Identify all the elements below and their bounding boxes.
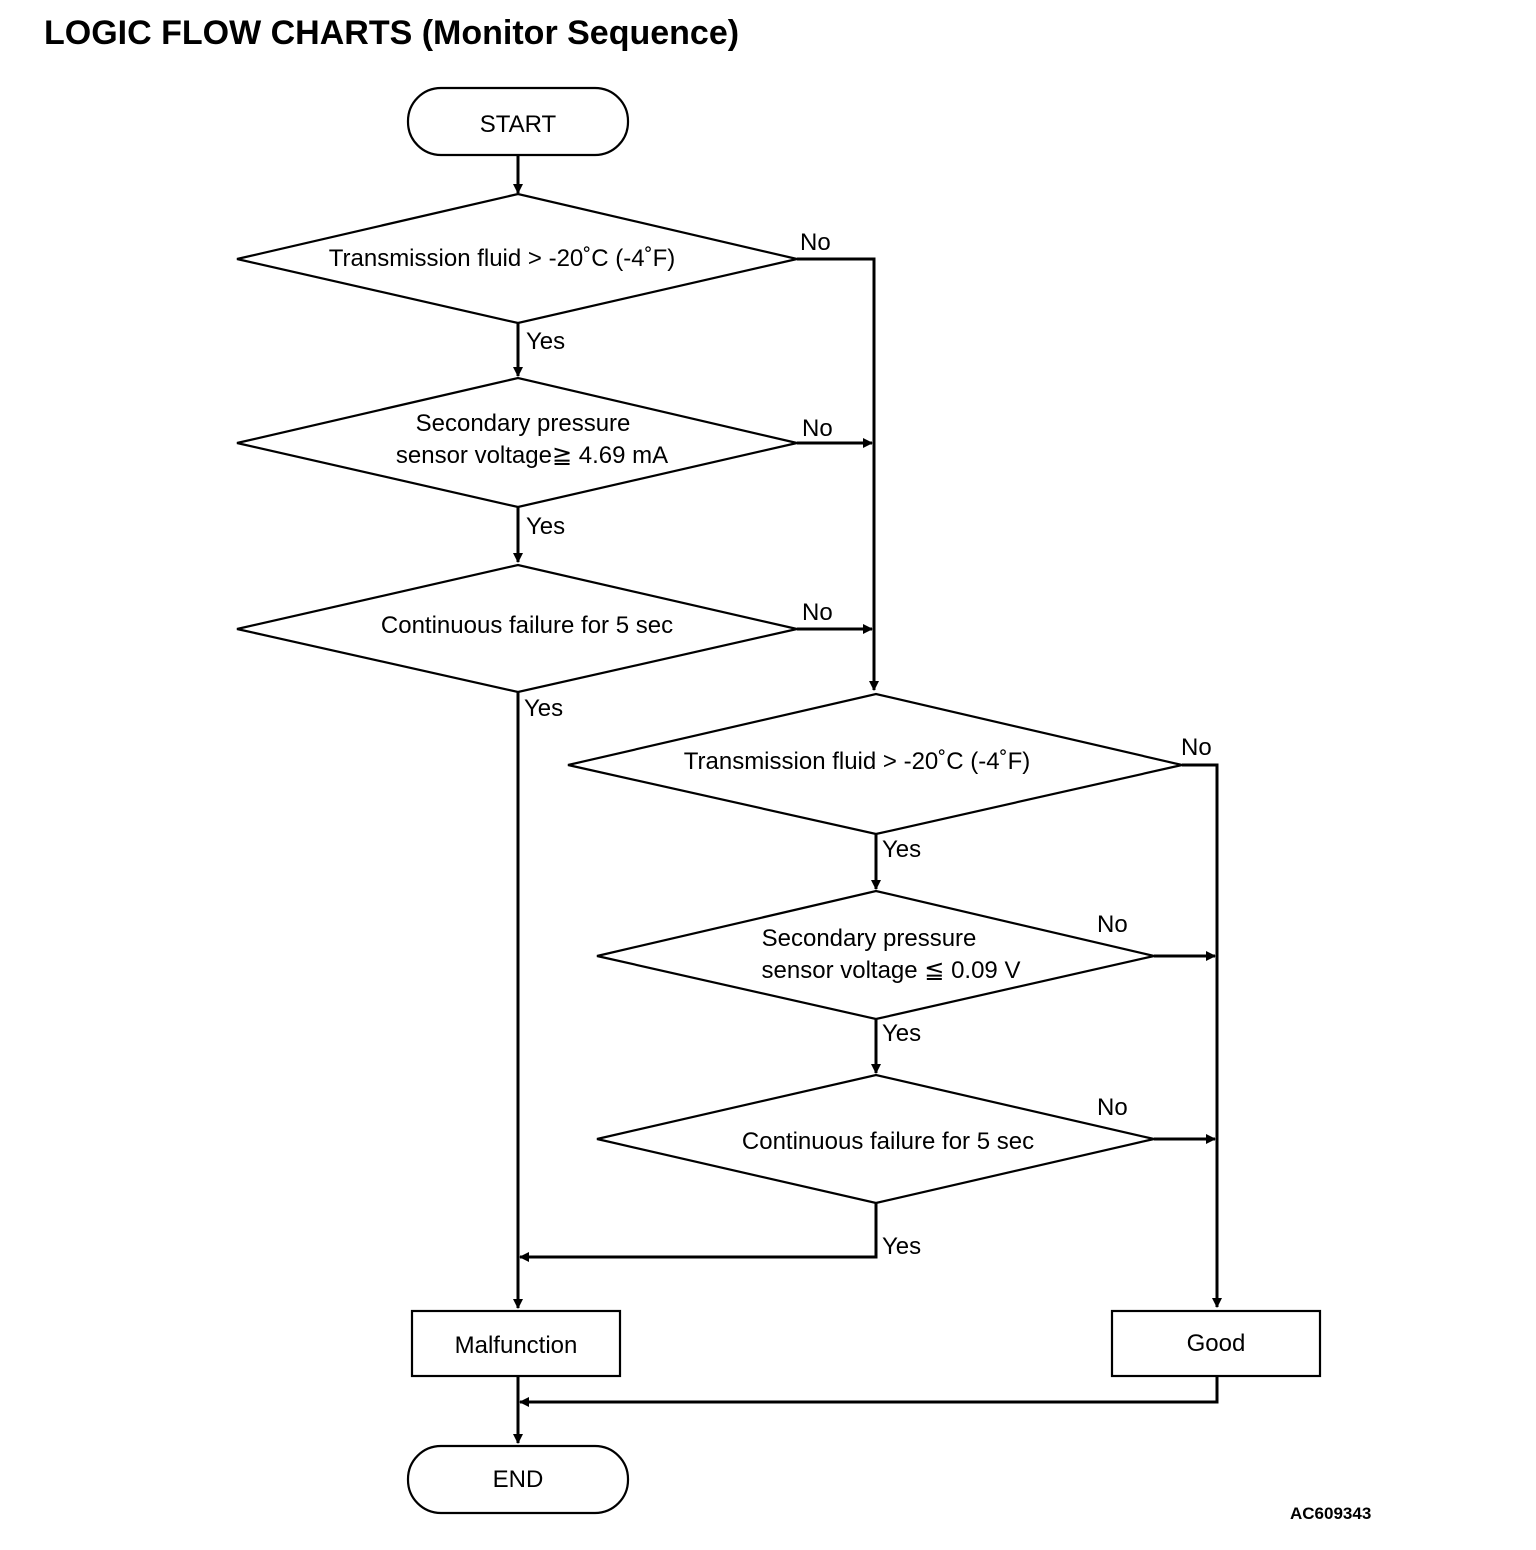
decision-fluid-temp-2: Transmission fluid > -20˚C (-4˚F) [567, 692, 1183, 836]
decision-5-label-line2: sensor voltage ≦ 0.09 V [762, 957, 1021, 984]
decision-1-yes-label: Yes [526, 328, 565, 355]
end-terminal: END [406, 1444, 630, 1515]
decision-3-no-label: No [802, 599, 833, 626]
decision-sensor-low: Secondary pressure sensor voltage ≦ 0.09… [596, 889, 1155, 1021]
decision-5-label-line1: Secondary pressure [762, 925, 977, 952]
decision-2-no-label: No [802, 415, 833, 442]
decision-6-label: Continuous failure for 5 sec [742, 1128, 1034, 1155]
good-box: Good [1110, 1309, 1322, 1378]
decision-1-label: Transmission fluid > -20˚C (-4˚F) [329, 245, 676, 272]
decision-4-no-label: No [1181, 734, 1212, 761]
figure-code: AC609343 [1290, 1504, 1371, 1523]
decision-4-yes-label: Yes [882, 836, 921, 863]
start-terminal: START [406, 86, 630, 157]
decision-1-no-label: No [800, 229, 831, 256]
decision-3-label: Continuous failure for 5 sec [381, 612, 673, 639]
decision-5-yes-label: Yes [882, 1020, 921, 1047]
decision-3-yes-label: Yes [524, 695, 563, 722]
start-label: START [480, 111, 557, 138]
end-label: END [493, 1466, 544, 1493]
page-title: LOGIC FLOW CHARTS (Monitor Sequence) [44, 14, 740, 52]
decision-2-label-line2: sensor voltage≧ 4.69 mA [396, 442, 668, 469]
connector-d1-no [797, 257, 879, 691]
decision-sensor-high: Secondary pressure sensor voltage≧ 4.69 … [236, 376, 798, 509]
decision-6-no-label: No [1097, 1094, 1128, 1121]
connector-d6-yes [519, 1203, 878, 1262]
decision-fluid-temp-1: Transmission fluid > -20˚C (-4˚F) [236, 192, 798, 325]
decision-4-label: Transmission fluid > -20˚C (-4˚F) [684, 748, 1031, 775]
connector-good-end [519, 1376, 1219, 1407]
decision-2-yes-label: Yes [526, 513, 565, 540]
decision-2-label-line1: Secondary pressure [416, 410, 631, 437]
connector-d4-no [1182, 763, 1222, 1308]
good-label: Good [1187, 1330, 1246, 1357]
decision-5-no-label: No [1097, 911, 1128, 938]
malfunction-box: Malfunction [410, 1309, 622, 1378]
malfunction-label: Malfunction [455, 1332, 578, 1359]
decision-continuous-failure-1: Continuous failure for 5 sec [236, 563, 798, 694]
decision-continuous-failure-2: Continuous failure for 5 sec [596, 1073, 1155, 1205]
decision-6-yes-label: Yes [882, 1233, 921, 1260]
